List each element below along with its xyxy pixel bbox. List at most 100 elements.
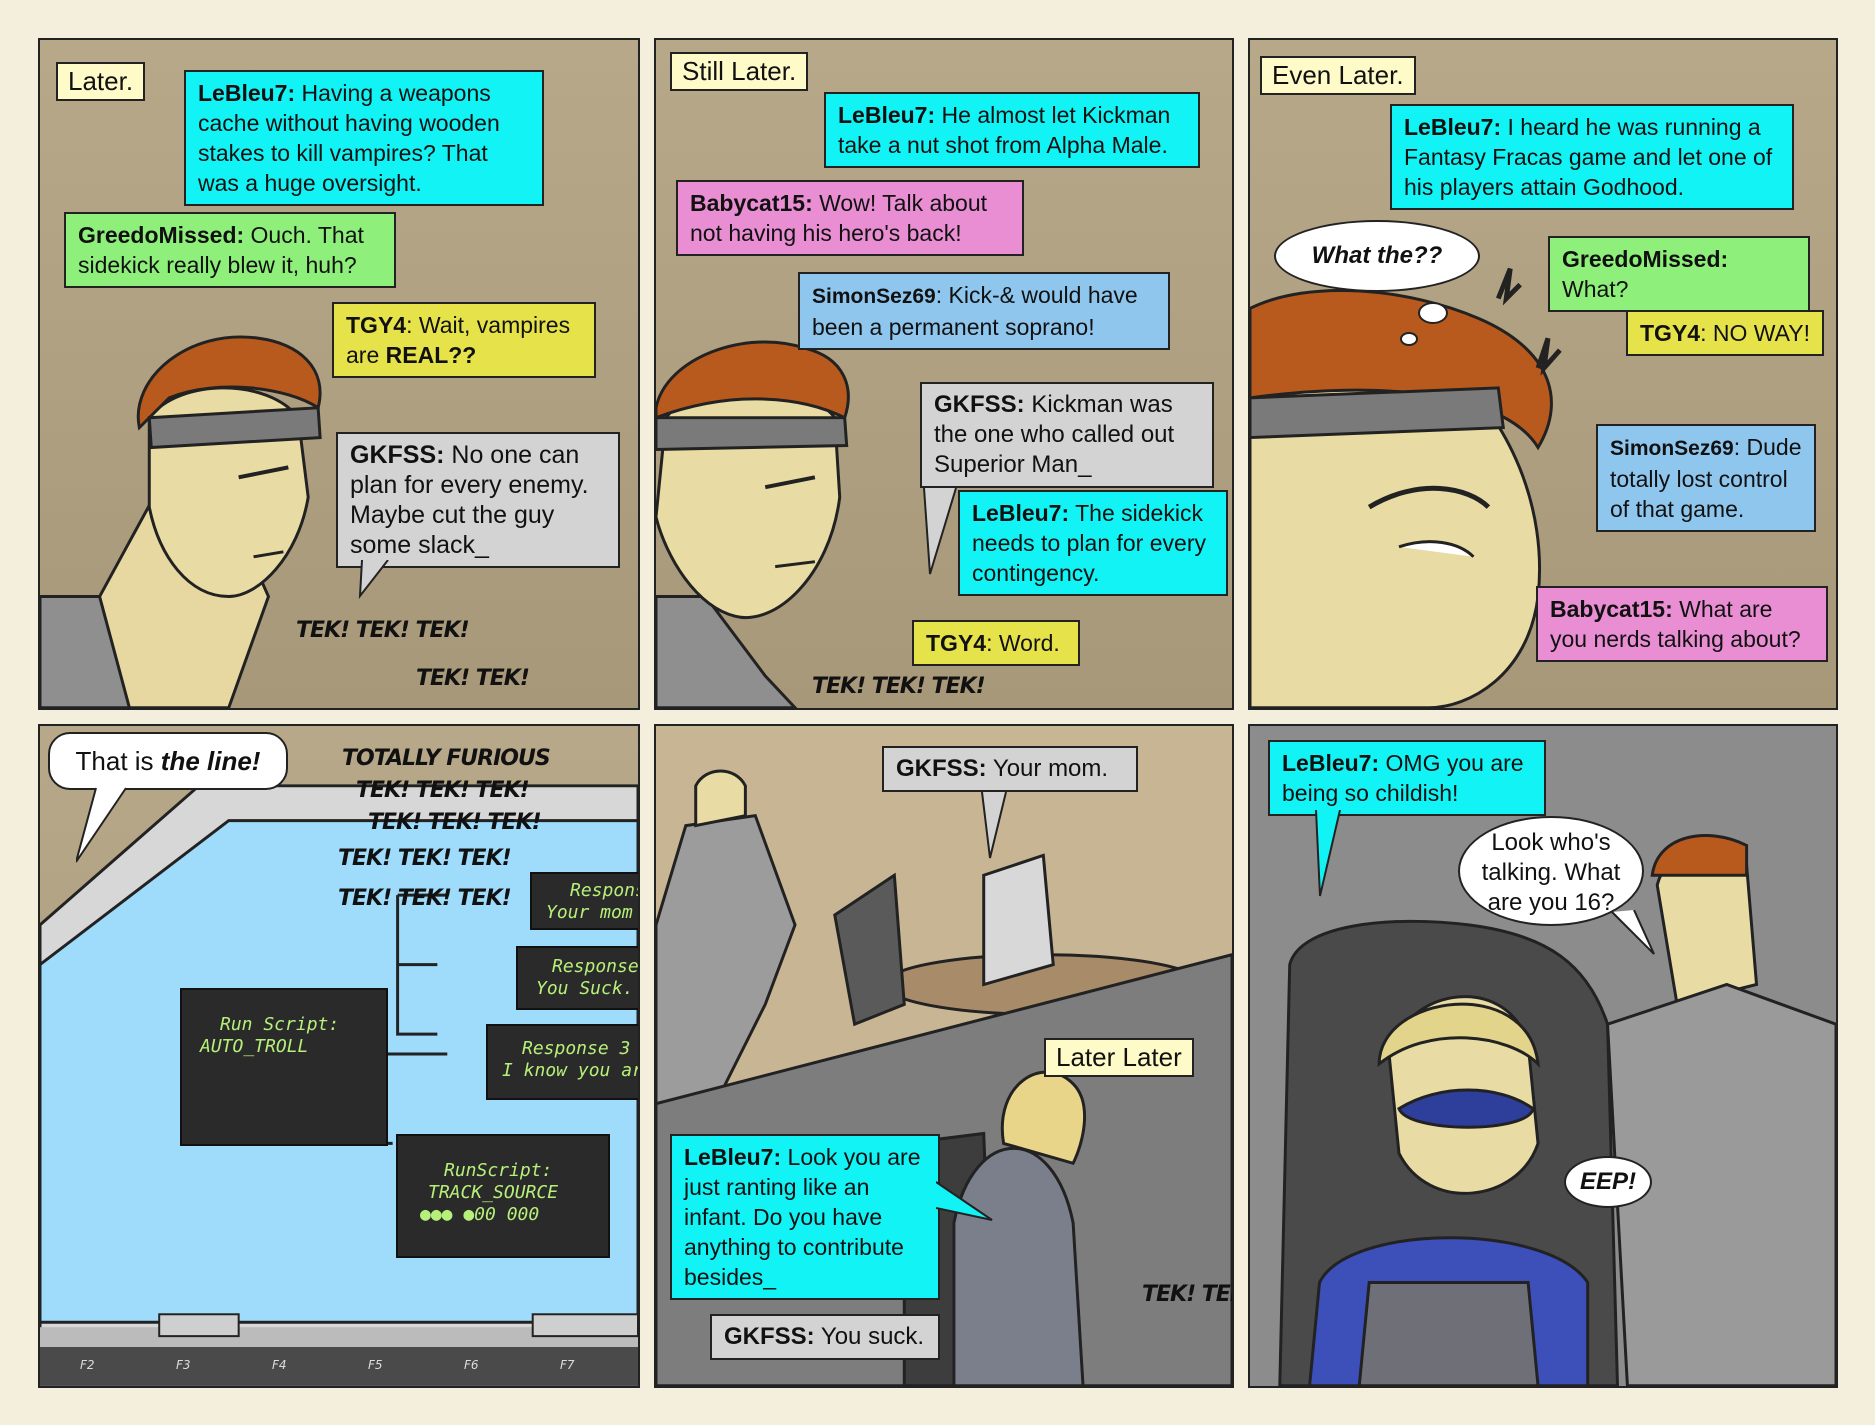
chat-username: LeBleu7:	[838, 102, 936, 128]
chat-text: I heard he was running a Fantasy Fracas …	[1404, 114, 1773, 200]
sound-effect: TEK! TEK! TEK!	[338, 886, 512, 911]
speech-text: That is	[75, 746, 161, 776]
sound-effect-header: TOTALLY FURIOUS	[342, 746, 551, 771]
chat-message-lebleu7: LeBleu7: I heard he was running a Fantas…	[1390, 104, 1794, 210]
chat-text: The sidekick needs to plan for every con…	[972, 500, 1206, 586]
chat-message-tgy4: TGY4: NO WAY!	[1626, 310, 1824, 356]
chat-message-greedomissed: GreedoMissed: What?	[1548, 236, 1810, 312]
keyboard-key-f7[interactable]: F7	[560, 1358, 575, 1372]
script-block-auto-troll: Run Script: AUTO_TROLL	[180, 988, 388, 1146]
speech-tail	[76, 787, 127, 863]
thought-text: What the??	[1311, 242, 1443, 269]
keyboard-key-f2[interactable]: F2	[80, 1358, 95, 1372]
chat-text: : Dude totally lost control of that game…	[1610, 434, 1802, 522]
chat-text: Having a weapons cache without having wo…	[198, 80, 500, 196]
chat-message-simonsez69: SimonSez69: Dude totally lost control of…	[1596, 424, 1816, 532]
chat-message-gkfss: GKFSS: Your mom.	[882, 746, 1138, 792]
chat-text: Look you are just ranting like an infant…	[684, 1144, 921, 1290]
chat-message-babycat15: Babycat15: Wow! Talk about not having hi…	[676, 180, 1024, 256]
script-line: RunScript:	[444, 1160, 553, 1181]
keyboard-key-f3[interactable]: F3	[176, 1358, 191, 1372]
caption-later-later: Later Later	[1044, 1038, 1194, 1077]
speech-tail	[923, 488, 957, 575]
speech-text: EEP!	[1579, 1168, 1636, 1195]
panel-4: That is the line! TOTALLY FURIOUS TEK! T…	[38, 724, 640, 1388]
script-line: Response 3	[522, 1038, 631, 1059]
chat-username: LeBleu7:	[1282, 750, 1380, 776]
panel-1-art	[40, 335, 322, 708]
chat-username: GKFSS:	[350, 441, 445, 469]
panel-1: Later. LeBleu7: Having a weapons cache w…	[38, 38, 640, 710]
chat-username: LeBleu7:	[684, 1144, 782, 1170]
panel-3: Even Later. LeBleu7: I heard he was runn…	[1248, 38, 1838, 710]
script-line: Run Script:	[220, 1014, 340, 1035]
sound-effect: TEK! TEK! TEK!	[812, 674, 986, 699]
sound-effect: TEK! TEK!	[416, 666, 530, 691]
chat-username: SimonSez69	[1610, 437, 1734, 460]
sound-effect: TEK! TEK! TEK!	[296, 618, 470, 643]
chat-username: TGY4	[346, 312, 407, 338]
chat-message-gkfss: GKFSS: No one can plan for every enemy. …	[336, 432, 620, 568]
speech-tail	[936, 1181, 993, 1221]
chat-text: No one can plan for every enemy. Maybe c…	[350, 441, 589, 559]
chat-text: : NO WAY!	[1700, 320, 1810, 346]
chat-username: Babycat15:	[1550, 596, 1673, 622]
caption-still-later: Still Later.	[670, 52, 809, 91]
chat-message-lebleu7: LeBleu7: Look you are just ranting like …	[670, 1134, 940, 1300]
thought-bubble: What the??	[1274, 220, 1480, 292]
speech-bubble: That is the line!	[48, 732, 288, 790]
chat-text: He almost let Kickman take a nut shot fr…	[838, 102, 1171, 158]
speech-tail	[1315, 810, 1341, 897]
chat-message-lebleu7: LeBleu7: Having a weapons cache without …	[184, 70, 544, 206]
panel-6: LeBleu7: OMG you are being so childish! …	[1248, 724, 1838, 1388]
script-line: TRACK_SOURCE	[428, 1182, 559, 1203]
chat-text: : Wait, vampires are	[346, 312, 571, 368]
sound-effect: TEK! TEK! TEK!	[1142, 1282, 1232, 1307]
speech-tail	[358, 560, 389, 600]
chat-username: LeBleu7:	[972, 500, 1070, 526]
keyboard-key-f4[interactable]: F4	[272, 1358, 287, 1372]
thought-dot	[1418, 302, 1448, 324]
chat-username: GreedoMissed:	[78, 222, 245, 248]
chat-username: GKFSS:	[896, 755, 987, 782]
thought-dot	[1400, 332, 1418, 346]
panel-3-art	[1250, 267, 1562, 708]
panel-5: GKFSS: Your mom. Later Later LeBleu7: Lo…	[654, 724, 1234, 1388]
script-line: Response	[552, 956, 639, 977]
panel-2: Still Later. LeBleu7: He almost let Kick…	[654, 38, 1234, 710]
chat-message-tgy4: TGY4: Word.	[912, 620, 1080, 666]
keyboard-key-f5[interactable]: F5	[368, 1358, 383, 1372]
chat-text: Your mom.	[986, 755, 1109, 782]
chat-text-bold: REAL??	[385, 342, 477, 368]
sound-effect: TEK! TEK! TEK!	[368, 810, 542, 835]
chat-text: : Kick-& would have been a permanent sop…	[812, 282, 1138, 340]
chat-text: OMG you are being so childish!	[1282, 750, 1524, 806]
chat-text: You suck.	[814, 1323, 925, 1350]
keyboard-key-f6[interactable]: F6	[464, 1358, 479, 1372]
chat-username: GKFSS:	[724, 1323, 815, 1350]
chat-username: Babycat15:	[690, 190, 813, 216]
chat-message-tgy4: TGY4: Wait, vampires are REAL??	[332, 302, 596, 378]
panel-2-art	[656, 340, 850, 708]
chat-message-greedomissed: GreedoMissed: Ouch. That sidekick really…	[64, 212, 396, 288]
script-line: Respons	[570, 880, 640, 901]
chat-text: Ouch. That sidekick really blew it, huh?	[78, 222, 364, 278]
speech-tail	[1611, 910, 1655, 955]
chat-username: LeBleu7:	[1404, 114, 1502, 140]
sound-effect: TEK! TEK! TEK!	[356, 778, 530, 803]
chat-message-simonsez69: SimonSez69: Kick-& would have been a per…	[798, 272, 1170, 350]
chat-message-gkfss-2: GKFSS: You suck.	[710, 1314, 940, 1360]
chat-username: TGY4	[926, 630, 987, 656]
chat-username: SimonSez69	[812, 285, 936, 308]
speech-text-emphasis: the line!	[160, 746, 261, 776]
script-block-track-source: RunScript: TRACK_SOURCE ●●● ●00 000	[396, 1134, 610, 1258]
speech-tail	[981, 792, 1007, 859]
chat-text: Kickman was the one who called out Super…	[934, 391, 1175, 478]
script-line: You Suck.	[536, 978, 634, 999]
chat-message-lebleu7: LeBleu7: OMG you are being so childish!	[1268, 740, 1546, 816]
chat-message-lebleu7: LeBleu7: He almost let Kickman take a nu…	[824, 92, 1200, 168]
chat-username: TGY4	[1640, 320, 1701, 346]
chat-message-gkfss: GKFSS: Kickman was the one who called ou…	[920, 382, 1214, 488]
response-block-3: Response 3 I know you ar	[486, 1024, 638, 1100]
chat-message-babycat15: Babycat15: What are you nerds talking ab…	[1536, 586, 1828, 662]
